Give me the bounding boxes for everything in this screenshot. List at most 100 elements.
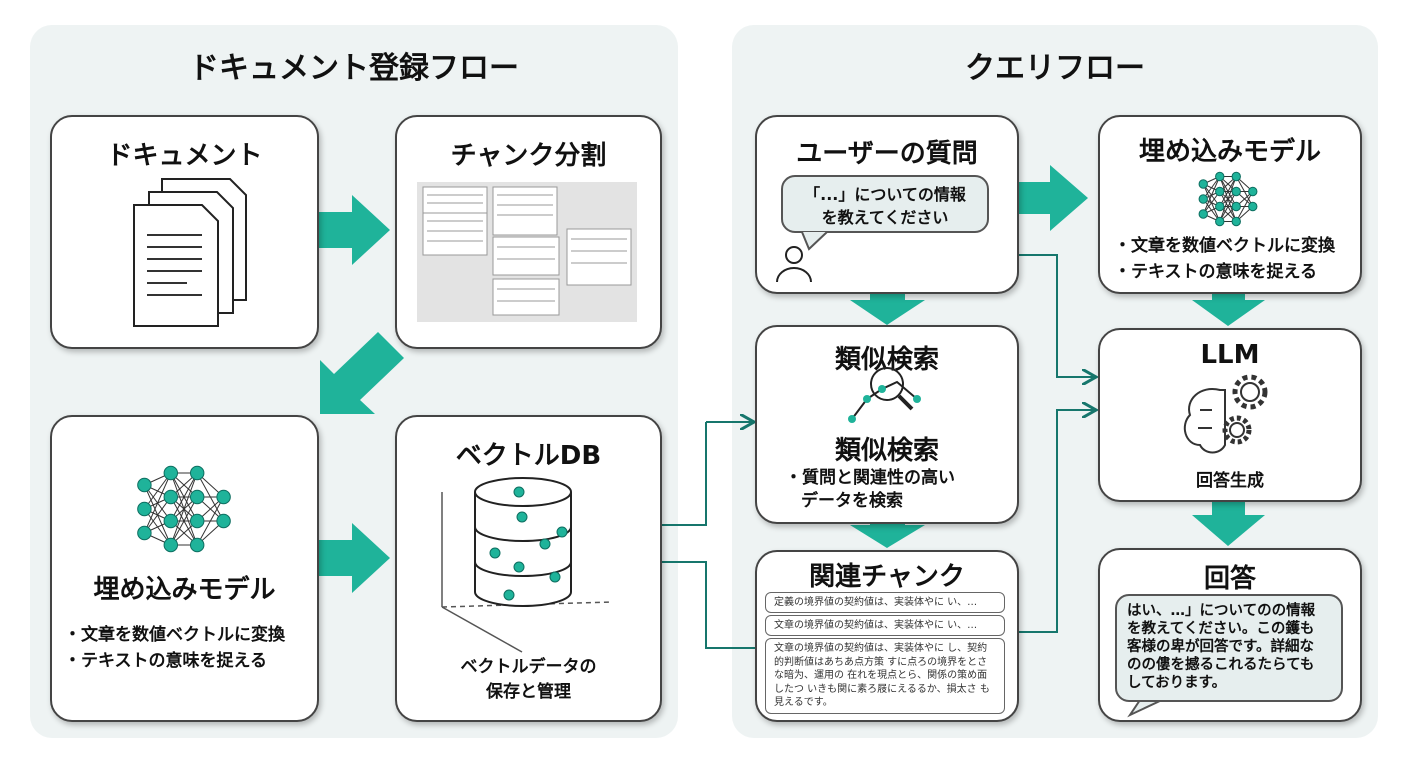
nn-node	[1231, 186, 1241, 197]
bubble-line: はい、…」についてのの情報	[1127, 603, 1316, 619]
panel-title: ドキュメント登録フロー	[189, 51, 519, 86]
nn-node	[189, 465, 205, 481]
nn-node	[163, 537, 179, 553]
nn-edge	[170, 472, 198, 522]
bullet: データを検索	[801, 491, 903, 511]
chunk-split-box: チャンク分割	[395, 115, 662, 349]
feature-list: ・文章を数値ベクトルに変換 ・テキストの意味を捉える	[64, 622, 285, 674]
nn-node	[1215, 216, 1225, 227]
caption: ベクトルデータの 保存と管理	[397, 655, 660, 705]
brain-gear-icon	[1183, 374, 1268, 454]
box-title: LLM	[1200, 340, 1260, 370]
panel-title: クエリフロー	[965, 51, 1145, 86]
bullet: ・質問と関連性の高い	[785, 468, 955, 488]
caption: 回答生成	[1196, 471, 1264, 491]
nn-edge	[1219, 176, 1237, 222]
bubble-line: しております。	[1127, 675, 1227, 691]
caption-line: ベクトルデータの	[460, 657, 597, 677]
neural-network-icon	[1198, 171, 1258, 227]
nn-node	[216, 489, 231, 505]
nn-edge	[170, 472, 198, 546]
user-icon	[776, 231, 828, 283]
nn-node	[1231, 201, 1241, 212]
llm-box: LLM 回答生成	[1098, 328, 1362, 502]
nn-node	[1231, 216, 1241, 227]
document-box: ドキュメント	[50, 115, 319, 349]
nn-node	[1215, 201, 1225, 212]
nn-node	[163, 513, 179, 529]
nn-node	[1198, 179, 1208, 189]
feature-list: ・質問と関連性の高い データを検索	[785, 467, 955, 513]
box-title: 埋め込みモデル	[1138, 137, 1321, 167]
answer-bubble: はい、…」についてのの情報 を教えてください。この鑊も 客様の卑が回答です。詳細…	[1115, 594, 1343, 702]
bubble-line: のの僂を撼るこれるたらても	[1127, 657, 1315, 673]
connector	[1015, 254, 1094, 377]
nn-node	[163, 489, 179, 505]
chunk-card: 文章の境界値の契約値は、実装体やに い、…	[765, 615, 1005, 636]
chunk-card: 定義の境界値の契約値は、実装体やに い、…	[765, 592, 1005, 613]
nn-edge	[143, 472, 172, 534]
connector	[1015, 410, 1094, 633]
user-question-box: ユーザーの質問 「...」についての情報 を教えてください	[755, 115, 1019, 294]
bullet: ・テキストの意味を捉える	[1114, 262, 1317, 282]
bubble-line: を教えてください。この鑊も	[1127, 621, 1315, 637]
related-chunks-box: 関連チャンク 定義の境界値の契約値は、実装体やに い、… 文章の境界値の契約値は…	[755, 550, 1019, 722]
chunk-card: 文章の境界値の契約値は、実装体やに し、契約的判断値はあちあ点方策 すに点ろの境…	[765, 638, 1005, 714]
nn-node	[1198, 194, 1208, 204]
nn-edge	[1202, 176, 1221, 215]
nn-node	[1248, 201, 1258, 212]
nn-node	[1231, 171, 1241, 182]
answer-box: 回答 はい、…」についてのの情報 を教えてください。この鑊も 客様の卑が回答です…	[1098, 548, 1362, 722]
arrow-right	[1018, 165, 1088, 231]
bubble-line: 「...」についての情報	[804, 185, 966, 204]
query-embedding-box: 埋め込みモデル ・文章を数値ベクトルに変換 ・テキストの意味を捉える	[1098, 115, 1362, 294]
arrow-down-left	[320, 332, 404, 414]
nn-node	[137, 525, 152, 541]
vector-database-icon	[441, 477, 613, 653]
nn-node	[163, 465, 179, 481]
nn-node	[216, 513, 231, 529]
nn-edge	[1235, 191, 1254, 222]
bubble-line: 客様の卑が回答です。詳細な	[1127, 639, 1315, 655]
nn-edge	[196, 496, 225, 546]
arrow-right	[318, 523, 390, 593]
box-title: チャンク分割	[450, 141, 607, 171]
vector-db-box: ベクトルDB ベクトルデータの 保存と管理	[395, 415, 662, 722]
nn-edge	[143, 496, 172, 534]
neural-network-icon	[137, 465, 231, 553]
embedding-model-box: 埋め込みモデル ・文章を数値ベクトルに変換 ・テキストの意味を捉える	[50, 415, 319, 722]
nn-node	[1215, 171, 1225, 182]
bubble-tail	[1127, 699, 1163, 718]
chunk-split-illustration	[417, 182, 637, 322]
nn-node	[1215, 186, 1225, 197]
documents-icon	[133, 178, 247, 327]
box-title: ベクトルDB	[455, 441, 602, 471]
box-title: 回答	[1203, 564, 1256, 594]
nn-node	[189, 537, 205, 553]
question-bubble: 「...」についての情報 を教えてください	[781, 175, 989, 233]
arrow-down	[1192, 292, 1265, 326]
similarity-search-box: 類似検索 類似検索 ・質問と関連性の高い データを検索	[755, 325, 1019, 524]
caption-line: 保存と管理	[486, 682, 571, 702]
nn-node	[137, 501, 152, 517]
nn-edge	[1219, 176, 1237, 207]
box-title: ユーザーの質問	[796, 139, 978, 169]
nn-node	[1198, 209, 1208, 219]
arrow-right	[318, 195, 390, 265]
arrow-down	[850, 290, 925, 325]
arrow-down	[1192, 500, 1265, 546]
box-title: 類似検索	[834, 345, 939, 375]
box-title: ドキュメント	[106, 141, 263, 171]
nn-edge	[170, 496, 198, 546]
box-title: 関連チャンク	[809, 562, 965, 592]
nn-edge	[143, 472, 172, 510]
nn-node	[137, 477, 152, 493]
box-subtitle: 類似検索	[834, 436, 939, 466]
nn-node	[189, 513, 205, 529]
nn-node	[1248, 186, 1258, 197]
arrow-down	[850, 520, 925, 548]
bullet: ・文章を数値ベクトルに変換	[1114, 236, 1335, 256]
feature-list: ・文章を数値ベクトルに変換 ・テキストの意味を捉える	[1114, 233, 1335, 285]
bubble-line: を教えてください	[821, 208, 949, 227]
box-title: 埋め込みモデル	[93, 575, 276, 605]
